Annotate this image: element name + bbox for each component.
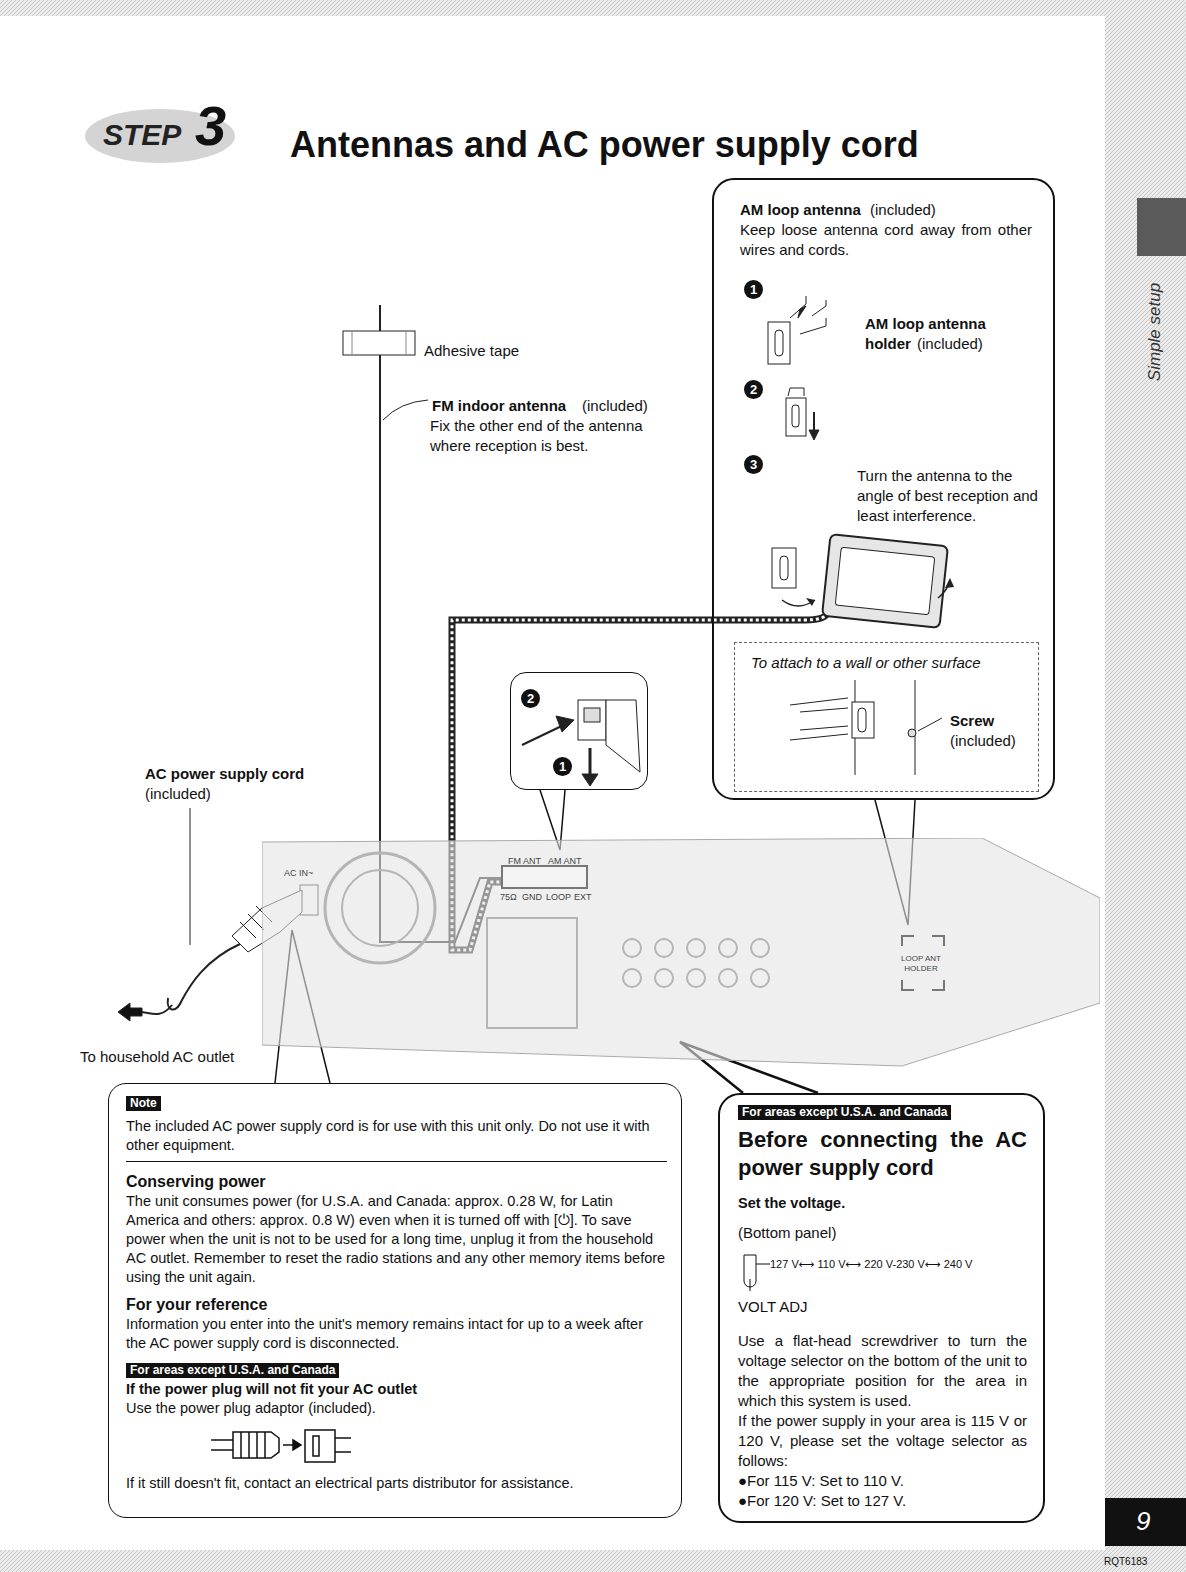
terminal-zoom-drawing (522, 700, 640, 786)
part-note: (included) (145, 784, 211, 804)
heading: Set the voltage. (738, 1194, 1027, 1213)
callout-number: 3 (744, 455, 763, 474)
body-text: 127 V⟷ 110 V⟷ 220 V-230 V⟷ 240 V (770, 1257, 972, 1271)
unit-outline (262, 838, 1100, 1068)
heading: For your reference (126, 1295, 667, 1315)
panel-marking: LOOP (546, 892, 571, 902)
part-name: FM indoor antenna (432, 396, 566, 416)
callout-panel: AM loop antenna(included)Keep loose ante… (712, 178, 1055, 800)
voltage-selector-drawing (738, 1251, 770, 1297)
document-code: RQT6183 (1104, 1556, 1147, 1568)
panel-marking: 75Ω (500, 892, 517, 902)
body-text: Information you enter into the unit's me… (126, 1315, 667, 1353)
part-note: (included) (582, 396, 648, 416)
callout-number: 2 (744, 380, 763, 399)
heading: If the power plug will not fit your AC o… (126, 1380, 667, 1399)
heading: Conserving power (126, 1172, 667, 1192)
wall-mount-drawing (790, 680, 942, 775)
callout-number: 2 (521, 689, 540, 708)
region-tag: For areas except U.S.A. and Canada (126, 1363, 339, 1378)
body-text: Use a flat-head screwdriver to turn the … (738, 1331, 1027, 1411)
page-number: 9 (1136, 1506, 1150, 1536)
selector-row: 127 V⟷ 110 V⟷ 220 V-230 V⟷ 240 V (738, 1251, 1027, 1297)
holder-steps (768, 296, 826, 440)
plug-adaptor-drawing (171, 1424, 371, 1468)
adaptor-holder (126, 1424, 667, 1468)
body-text: The unit consumes power (for U.S.A. and … (126, 1192, 667, 1287)
body-text: ●For 120 V: Set to 127 V. (738, 1491, 1027, 1511)
body-text: (Bottom panel) (738, 1223, 1027, 1243)
panel-marking: EXT (574, 892, 592, 902)
page-title: Antennas and AC power supply cord (290, 124, 919, 166)
body-text: Use the power plug adaptor (included). (126, 1399, 667, 1418)
body-text: ●For 115 V: Set to 110 V. (738, 1471, 1027, 1491)
panel-marking: LOOP ANT HOLDER (898, 954, 944, 974)
voltage-box: For areas except U.S.A. and CanadaBefore… (718, 1093, 1045, 1523)
text-label: Turn the antenna to the angle of best re… (857, 466, 1042, 526)
callout-number: 1 (744, 280, 763, 299)
text-label: (included) (870, 200, 936, 220)
step-word: STEP (103, 117, 181, 153)
body-text: If the power supply in your area is 115 … (738, 1411, 1027, 1471)
body-text: The included AC power supply cord is for… (126, 1117, 667, 1162)
panel-marking: GND (522, 892, 542, 902)
direction-label: To household AC outlet (80, 1047, 234, 1067)
body-text: If it still doesn't fit, contact an elec… (126, 1474, 667, 1493)
region-tag: Note (126, 1096, 161, 1111)
panel-marking: AM ANT (548, 856, 582, 866)
inset-box: To attach to a wall or other surfaceScre… (734, 642, 1039, 792)
instruction-text: Fix the other end of the antenna where r… (430, 416, 665, 456)
text-label: (included) (950, 731, 1016, 751)
panel-marking: FM ANT (508, 856, 541, 866)
panel-marking: AC IN~ (284, 868, 313, 878)
text-label: (included) (917, 334, 983, 354)
step-number: 3 (195, 96, 226, 156)
part-name: Adhesive tape (424, 341, 519, 361)
heading: Before connecting the AC power supply co… (738, 1126, 1027, 1182)
am-loop-antenna (772, 534, 954, 628)
text-label: To attach to a wall or other surface (751, 653, 981, 673)
unit-rear-panel: AC IN~ FM ANT AM ANT 75Ω GND LOOPEXT LOOP ANT … (262, 838, 1100, 1068)
text-label: Screw (950, 711, 994, 731)
section-tab: Simple setup (1145, 277, 1165, 387)
body-text: VOLT ADJ (738, 1297, 1027, 1317)
text-label: AM loop antenna (740, 200, 861, 220)
part-name: AC power supply cord (145, 764, 304, 784)
text-label: Keep loose antenna cord away from other … (740, 220, 1032, 260)
zoom-box: 21 (510, 672, 648, 790)
note-box: NoteThe included AC power supply cord is… (108, 1083, 682, 1518)
region-tag: For areas except U.S.A. and Canada (738, 1105, 951, 1120)
callout-number: 1 (553, 757, 572, 776)
